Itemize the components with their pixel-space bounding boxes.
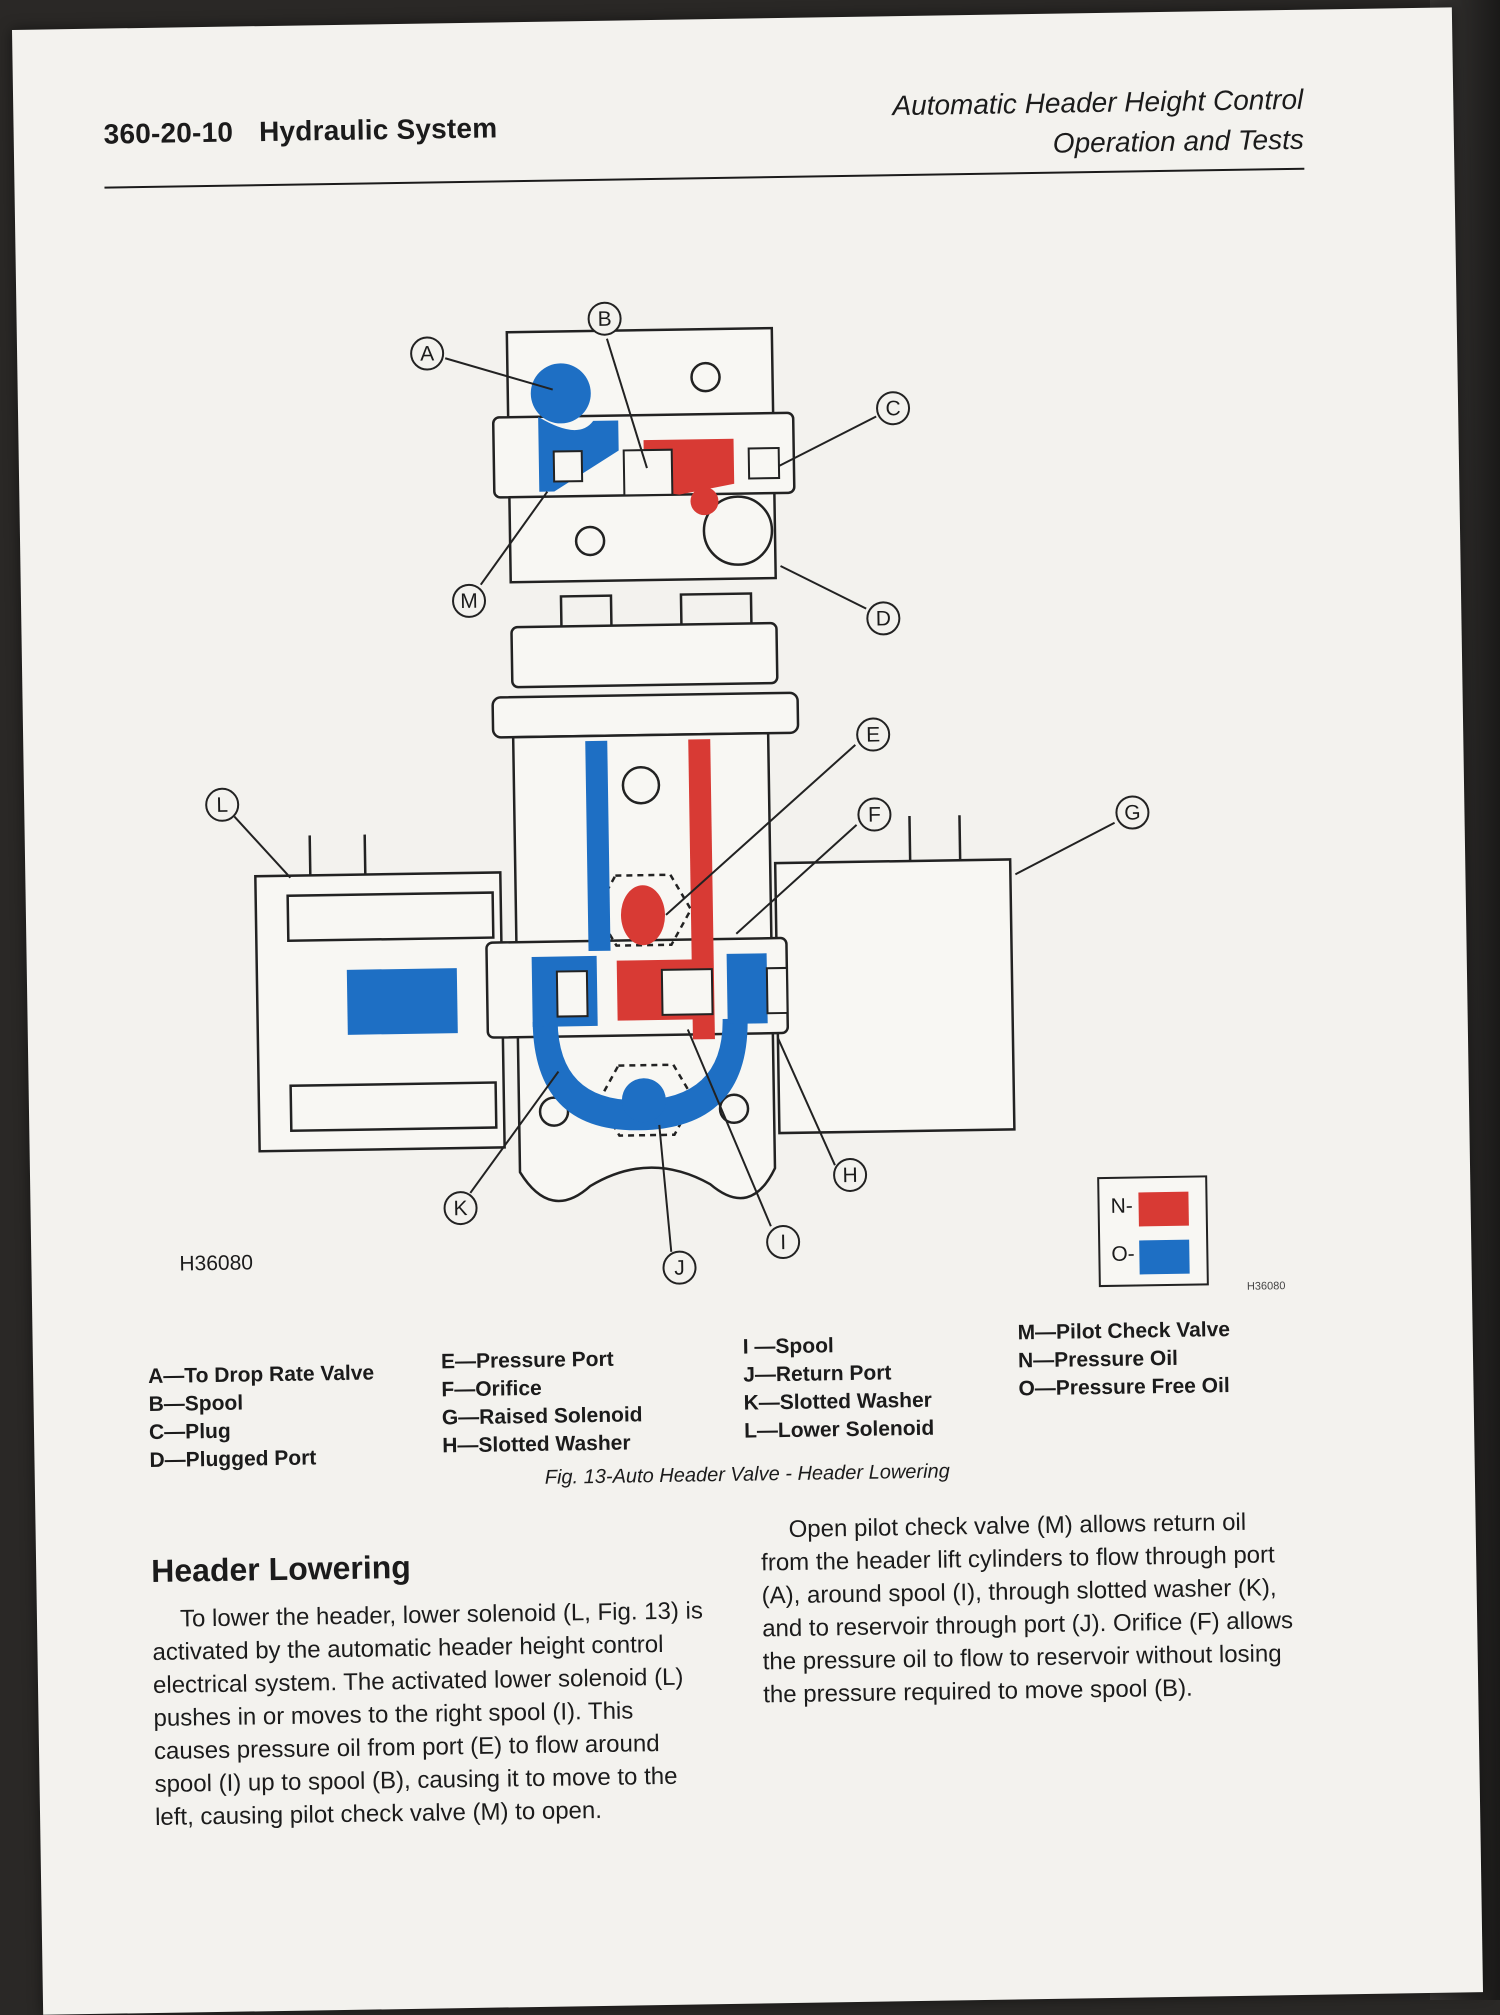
top-bottom-hole — [574, 525, 606, 557]
top-spool-land-left — [552, 450, 584, 483]
lower-solenoid-terminal-1 — [308, 835, 312, 876]
legend-item: G—Raised Solenoid — [441, 1403, 643, 1430]
legend-col-4: M—Pilot Check Valve N—Pressure Oil O—Pre… — [1017, 1316, 1231, 1403]
key-n-label: N- — [1110, 1195, 1133, 1218]
legend-item: I —Spool — [742, 1334, 834, 1359]
callout-f: F — [857, 797, 892, 832]
callout-h-label: H — [842, 1164, 858, 1187]
callout-m: M — [452, 583, 487, 618]
callout-j: J — [662, 1250, 697, 1285]
raised-solenoid-terminal-1 — [908, 815, 912, 862]
body-paragraph-1: To lower the header, lower solenoid (L, … — [152, 1597, 704, 1831]
key-o-label: O- — [1111, 1243, 1135, 1266]
body-paragraph-2: Open pilot check valve (M) allows return… — [760, 1508, 1294, 1709]
callout-b: B — [587, 301, 622, 336]
callout-d: D — [866, 601, 901, 636]
legend-col-1: A—To Drop Rate Valve B—Spool C—Plug D—Pl… — [148, 1359, 376, 1475]
callout-i-label: I — [780, 1231, 786, 1254]
callout-h: H — [833, 1157, 868, 1192]
raised-solenoid-terminal-2 — [958, 815, 962, 861]
legend-item: K—Slotted Washer — [743, 1388, 933, 1415]
legend-item: J—Return Port — [743, 1361, 892, 1387]
valve-diagram: A B C D E F G H I J K L M N- O- — [205, 301, 1209, 1288]
callout-e-label: E — [866, 723, 880, 746]
raised-solenoid-body — [773, 858, 1016, 1135]
top-spool-land-right — [747, 446, 781, 480]
legend-item: C—Plug — [148, 1419, 231, 1445]
callout-l: L — [205, 787, 240, 822]
figure-code: H36080 — [179, 1251, 254, 1276]
callout-c: C — [876, 391, 911, 426]
callout-a-label: A — [420, 342, 434, 365]
blue-port-A — [530, 363, 591, 424]
section-title: Header Lowering — [150, 1548, 412, 1590]
spacer-plate — [510, 621, 779, 689]
key-n-swatch — [1138, 1191, 1189, 1227]
legend-item: M—Pilot Check Valve — [1017, 1318, 1231, 1345]
legend-item: F—Orifice — [441, 1376, 542, 1402]
callouts: A B C D E F G H I J K L M — [205, 301, 1150, 1285]
body-hole-left — [538, 1096, 570, 1127]
blue-left-chamber — [346, 968, 458, 1035]
legend-item: H—Slotted Washer — [442, 1431, 631, 1458]
callout-a: A — [410, 336, 445, 371]
callout-k-label: K — [453, 1197, 467, 1220]
body-hole-top — [621, 765, 661, 805]
lower-solenoid-terminal-2 — [363, 834, 367, 875]
body-hole-right — [718, 1093, 750, 1125]
callout-c-label: C — [885, 397, 901, 420]
legend-col-2: E—Pressure Port F—Orifice G—Raised Solen… — [441, 1345, 643, 1460]
lower-solenoid-cap-bottom — [289, 1081, 498, 1133]
main-spool-land-right — [765, 966, 789, 1015]
blue-return-port — [621, 1078, 666, 1123]
callout-i: I — [766, 1225, 801, 1260]
blue-vertical-channel — [585, 740, 611, 952]
base-plate — [491, 691, 800, 739]
legend-col-3: I —Spool J—Return Port K—Slotted Washer … — [743, 1331, 935, 1446]
hex-nut-bottom — [597, 1063, 696, 1137]
callout-g: G — [1115, 795, 1150, 830]
callout-e: E — [856, 717, 891, 752]
callout-m-label: M — [460, 590, 478, 613]
callout-b-label: B — [597, 308, 611, 331]
legend-item: A—To Drop Rate Valve — [147, 1361, 375, 1389]
plugged-port-D — [702, 495, 774, 566]
legend-item: B—Spool — [148, 1391, 244, 1417]
blue-spool-right — [726, 953, 768, 1024]
callout-d-label: D — [876, 607, 892, 630]
figure-caption: Fig. 13-Auto Header Valve - Header Lower… — [544, 1460, 950, 1489]
legend-item: O—Pressure Free Oil — [1018, 1374, 1230, 1401]
leader-lines — [233, 338, 1116, 1252]
legend-item: D—Plugged Port — [149, 1446, 317, 1473]
blue-u-channel — [532, 1018, 748, 1131]
red-pressure-port-E — [620, 885, 665, 946]
hex-nut-top — [594, 873, 693, 947]
legend-item: E—Pressure Port — [440, 1347, 614, 1374]
callout-f-label: F — [868, 803, 881, 826]
main-spool-land-center — [660, 968, 714, 1016]
color-key: N- O- — [1097, 1175, 1209, 1288]
callout-j-label: J — [674, 1257, 685, 1280]
legend-item: L—Lower Solenoid — [743, 1416, 935, 1443]
legend-item: N—Pressure Oil — [1017, 1346, 1179, 1373]
callout-l-label: L — [216, 794, 228, 817]
callout-g-label: G — [1124, 801, 1141, 824]
top-port-hole — [690, 361, 721, 393]
lower-solenoid-cap — [286, 891, 495, 943]
key-o-swatch — [1139, 1239, 1190, 1275]
red-check-ball — [690, 487, 719, 516]
figure-code-small: H36080 — [1246, 1280, 1286, 1293]
top-spool-land-center — [622, 448, 674, 497]
main-spool-land-left — [555, 970, 589, 1018]
callout-k: K — [443, 1191, 478, 1226]
